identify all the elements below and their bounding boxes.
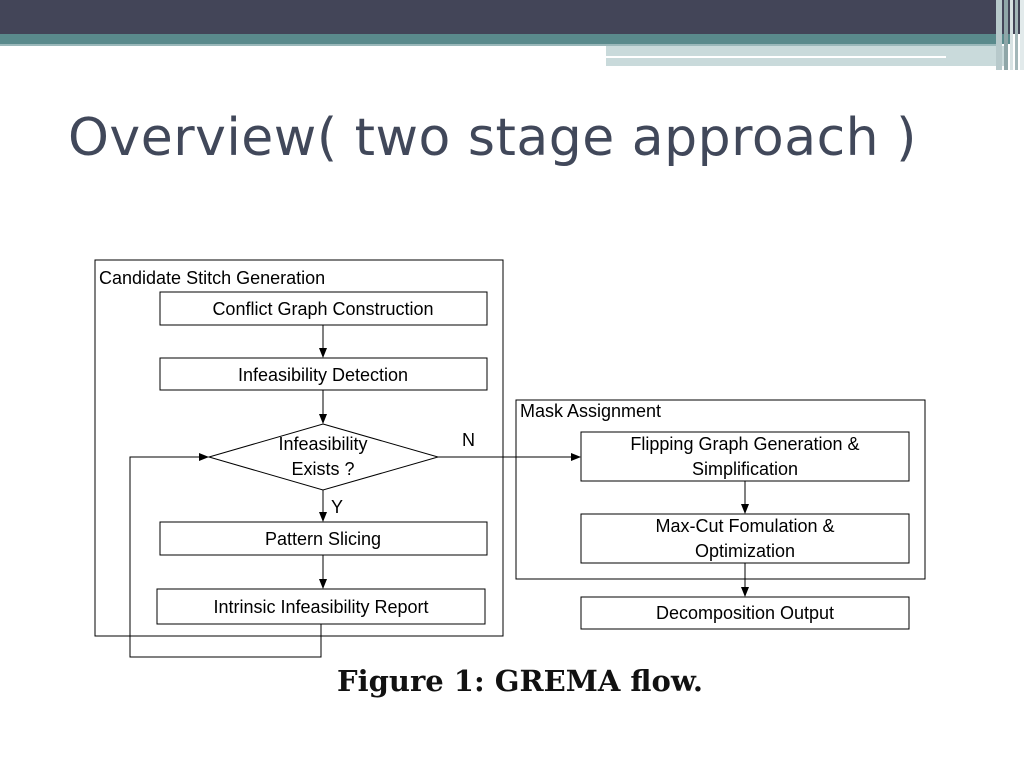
slide-top-bar <box>0 0 1024 34</box>
maxcut-label-line2: Optimization <box>695 541 795 561</box>
decision-label-line1: Infeasibility <box>278 434 367 454</box>
decision-label-line2: Exists ? <box>291 459 354 479</box>
flipping-graph-box <box>580 431 910 482</box>
branch-yes-label: Y <box>331 497 343 517</box>
slide-title: Overview( two stage approach ) <box>68 108 917 168</box>
intrinsic-report-label: Intrinsic Infeasibility Report <box>213 597 428 617</box>
conflict-graph-label: Conflict Graph Construction <box>212 299 433 319</box>
stage2-container <box>515 399 926 580</box>
pattern-slicing-box <box>159 521 488 556</box>
slide-accent-line <box>0 44 1000 46</box>
flipping-graph-label-line1: Flipping Graph Generation & <box>630 434 859 454</box>
figure-caption: Figure 1: GREMA flow. <box>336 664 703 698</box>
intrinsic-report-box <box>156 588 486 625</box>
infeasibility-detection-label: Infeasibility Detection <box>238 365 408 385</box>
slide-edge-bars <box>996 0 1024 70</box>
stage1-label: Candidate Stitch Generation <box>99 268 325 288</box>
flipping-graph-label-line2: Simplification <box>692 459 798 479</box>
stage2-label: Mask Assignment <box>520 401 661 421</box>
decomposition-output-label: Decomposition Output <box>656 603 834 623</box>
decomposition-output-box <box>580 596 910 630</box>
maxcut-label-line1: Max-Cut Fomulation & <box>655 516 834 536</box>
infeasibility-detection-box <box>159 357 488 391</box>
pattern-slicing-label: Pattern Slicing <box>265 529 381 549</box>
feedback-loop-line <box>129 453 322 658</box>
branch-no-label: N <box>462 430 475 450</box>
stage1-container <box>94 259 504 637</box>
slide-accent-highlight <box>606 56 946 58</box>
conflict-graph-box <box>159 291 488 326</box>
slide-accent-band <box>0 34 1010 44</box>
